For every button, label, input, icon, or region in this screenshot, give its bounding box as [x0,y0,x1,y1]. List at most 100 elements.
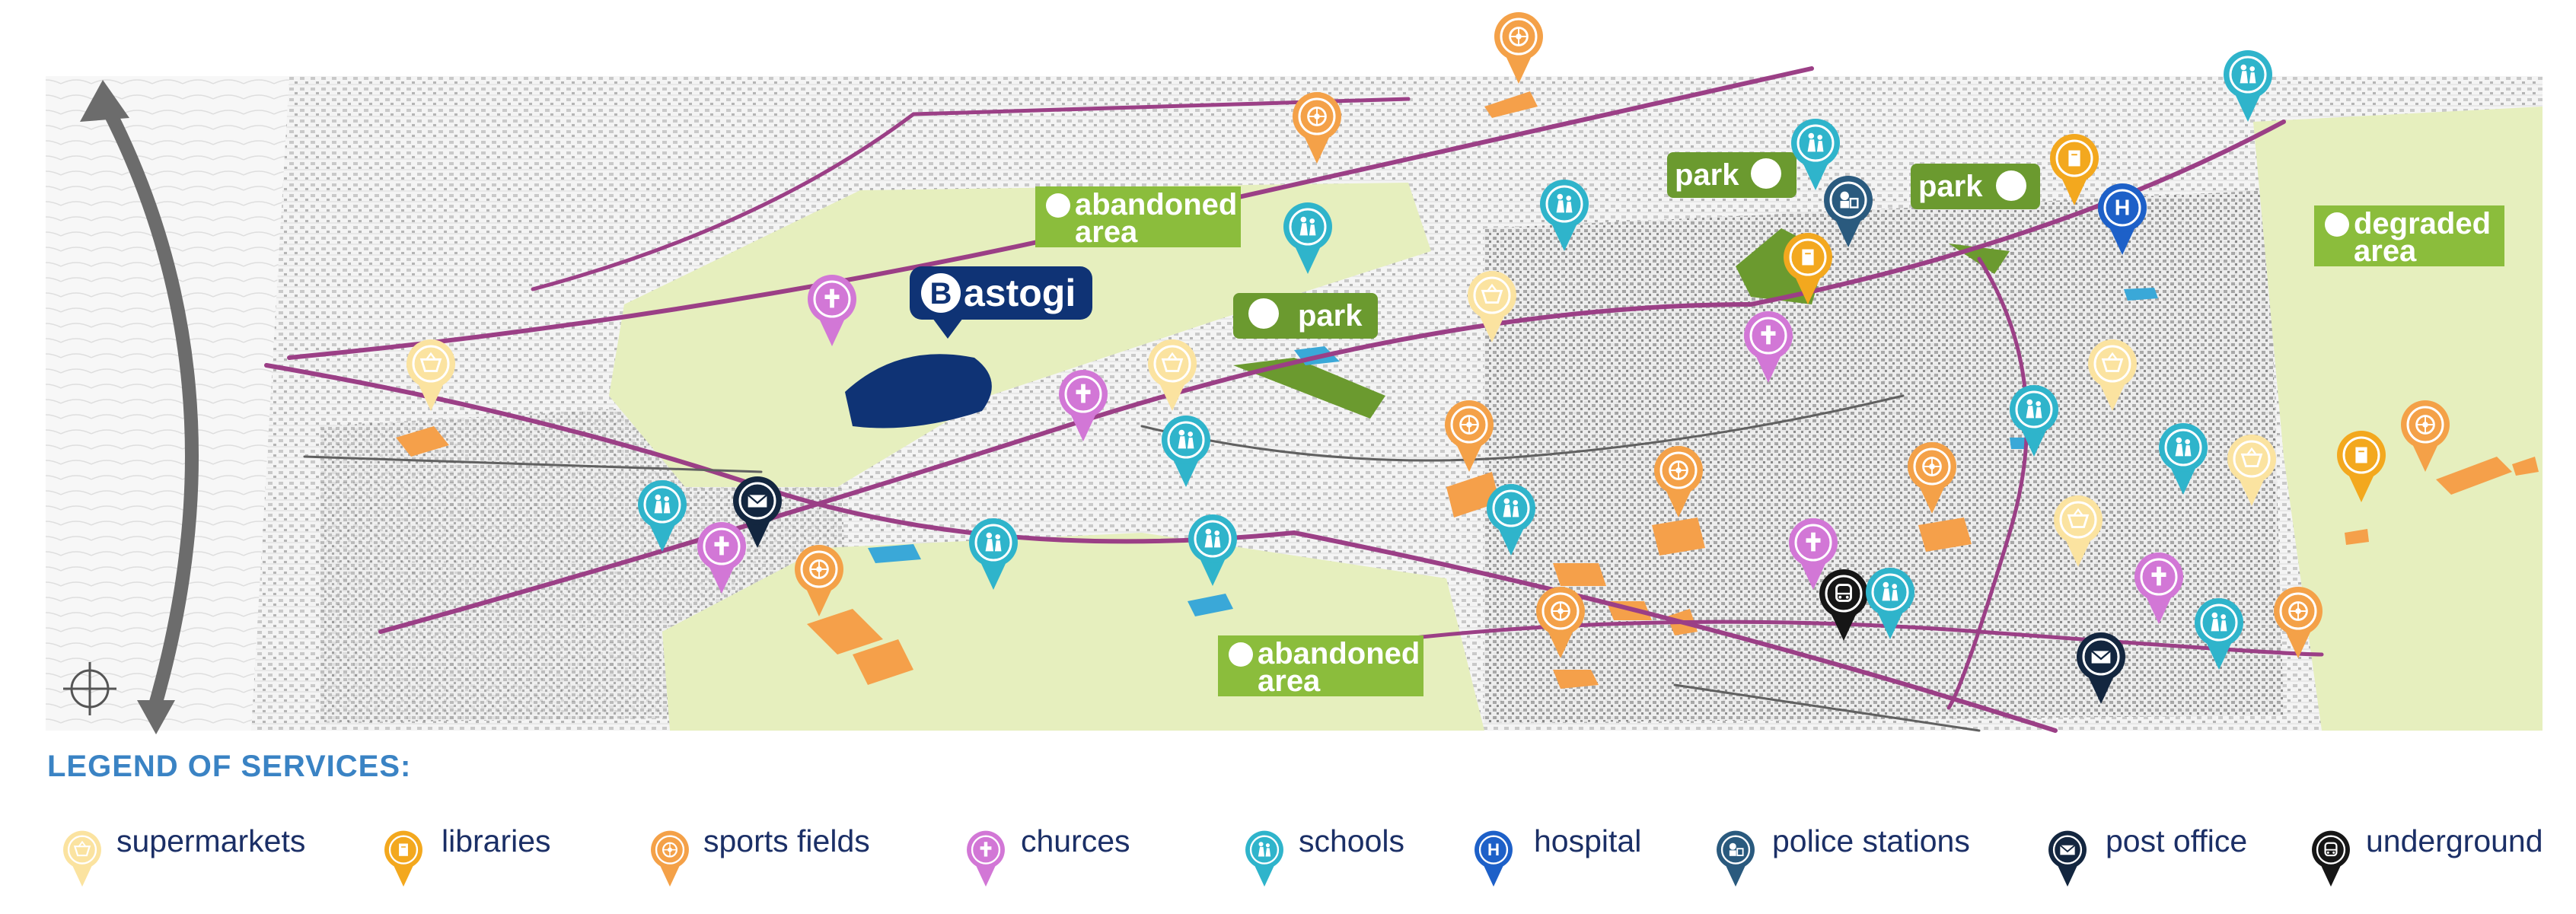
football-icon [1551,601,1570,621]
children-icon [1556,193,1573,213]
children-marker-32 [1487,484,1535,556]
football-marker-37 [1536,587,1585,658]
degraded-area-line2: area [2354,234,2417,268]
football-icon [2415,415,2435,435]
abandoned-area-north-zone [609,183,1431,487]
envelope-icon [2090,650,2112,664]
basket-marker-13 [406,339,455,411]
svg-text:H: H [1487,840,1500,859]
cross-icon [980,842,992,857]
book-marker-legend [384,830,422,887]
park-label-2: park [1675,158,1739,192]
park-zone-1 [1233,358,1385,419]
basket-marker-legend [63,830,101,887]
sports-parcels [396,91,2539,689]
basket-marker-10 [1468,271,1516,342]
cross-marker-38 [2134,553,2183,624]
bastogi-complex [845,354,992,428]
legend-label-post-office: post office [2106,823,2248,858]
children-icon [2026,399,2042,419]
football-icon [2288,601,2308,621]
football-marker-18 [1654,446,1703,518]
police-icon [1729,842,1744,856]
children-icon [1503,498,1519,518]
children-marker-40 [2195,598,2243,670]
children-icon [1204,528,1221,548]
football-icon [1307,107,1327,126]
children-marker-20 [2010,385,2058,457]
football-icon [662,842,678,858]
degraded-area-box [2314,205,2504,266]
cross-marker-34 [1789,518,1838,590]
children-icon [1178,429,1194,449]
book-icon [399,843,408,856]
football-marker-1 [1494,12,1543,84]
legend-title: LEGEND OF SERVICES: [47,750,412,783]
legend-label-hospital: hospital [1534,823,1642,858]
hospital-h-icon: H [2115,196,2131,221]
book-icon [1802,249,1814,266]
children-marker-9 [1283,202,1332,274]
children-marker-26 [638,480,687,552]
hospital-h-icon: H [1487,840,1500,859]
envelope-icon [2059,845,2076,855]
cross-marker-11 [808,275,856,346]
cross-icon [2151,566,2166,586]
football-icon [1922,457,1942,476]
area-labels: abandoned area abandoned area degraded a… [1035,152,2504,698]
legend-label-sports-fields: sports fields [703,823,870,858]
legend-markers: H [63,830,2350,887]
book-icon [2068,150,2080,167]
children-icon [1807,132,1824,152]
hospital-h-marker-legend: H [1475,830,1513,887]
children-icon [2175,437,2192,457]
bastogi-name: astogi [964,272,1076,314]
abandoned-area-north-line1: abandoned [1075,188,1237,221]
football-marker-24 [2401,400,2450,472]
police-marker-5 [1824,176,1873,247]
cross-icon [1806,532,1821,552]
abandoned-area-north-box [1035,186,1241,247]
football-icon [809,559,829,579]
bastogi-label: B astogi [910,266,1092,339]
children-icon [2211,612,2227,632]
children-icon [1299,216,1316,236]
abandoned-area-south-line1: abandoned [1258,637,1420,670]
children-marker-36 [1866,568,1914,639]
cross-marker-28 [697,522,746,594]
book-marker-8 [1784,233,1832,304]
legend-label-supermarkets: supermarkets [116,823,306,858]
map-base [46,76,2543,731]
children-icon [654,494,671,514]
children-marker-3 [1540,180,1589,251]
football-marker-39 [2274,587,2323,658]
park-label-1: park [1298,299,1363,333]
legend-label-police-stations: police stations [1772,823,1970,858]
park-label-3: park [1918,170,1983,203]
basket-icon [2101,352,2124,372]
envelope-icon [747,494,768,508]
cross-marker-15 [1059,370,1108,441]
metro-marker-legend [2312,830,2350,887]
compass-icon [63,662,116,715]
book-marker-7 [2050,134,2099,205]
cross-marker-12 [1744,311,1793,383]
children-icon [1882,581,1899,601]
envelope-marker-41 [2077,632,2125,704]
basket-icon [1161,352,1184,372]
legend-label-libraries: libraries [442,823,551,858]
children-marker-legend [1245,830,1283,887]
police-icon [1840,191,1859,209]
envelope-marker-27 [733,476,782,548]
basket-marker-21 [2088,339,2137,411]
children-marker-31 [1188,514,1237,586]
football-marker-42 [1293,92,1341,164]
children-marker-30 [969,518,1018,590]
metro-icon [2324,842,2338,857]
svg-text:H: H [2115,196,2131,221]
basket-icon [73,840,91,857]
football-icon [1459,415,1479,435]
cross-icon [714,536,729,556]
abandoned-area-north-line2: area [1075,215,1138,249]
